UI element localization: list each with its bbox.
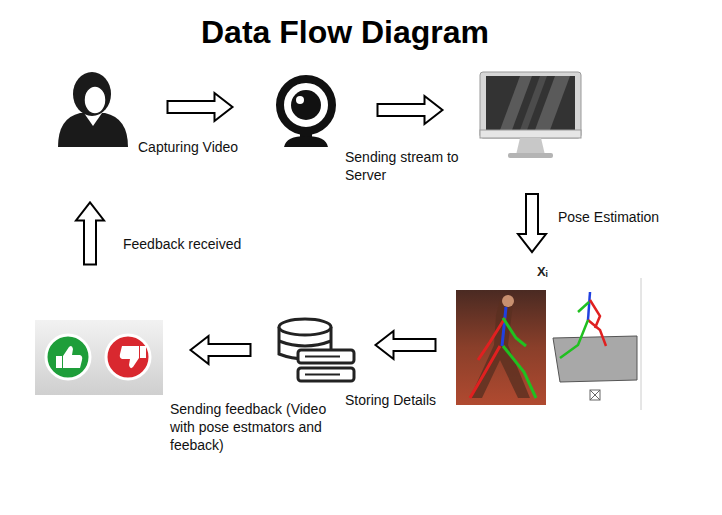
block-arrow (191, 336, 251, 364)
database-icon-part (305, 356, 340, 358)
pose-estimation-image-part (502, 295, 514, 307)
feedback-icon (35, 320, 163, 395)
pose-node (455, 286, 641, 410)
database-icon-part (279, 341, 331, 346)
pose-estimation-image-part (502, 307, 506, 346)
block-arrow (378, 96, 443, 124)
pose-estimation-image-part (578, 302, 589, 312)
user-icon-part (58, 113, 128, 147)
block-arrow (518, 194, 546, 252)
edge-label: Storing Details (345, 391, 475, 409)
feedback-icon-part (35, 320, 163, 395)
database-node (278, 318, 356, 386)
pose-estimation-image-part (503, 318, 526, 346)
monitor-icon (480, 72, 581, 158)
database-icon-part (298, 350, 354, 363)
user-icon-part (84, 86, 106, 114)
user-icon-part (73, 72, 111, 116)
block-arrow (168, 93, 233, 121)
feedback-node (35, 320, 163, 395)
database-icon-part (279, 319, 331, 335)
webcam-icon-part (296, 96, 304, 104)
block-arrow (76, 203, 104, 265)
pose-estimation-image-part (560, 320, 588, 358)
feedback-icon-part (106, 335, 150, 379)
webcam-icon-part (284, 136, 328, 147)
user-icon (58, 72, 128, 147)
pose-estimation-image-part (503, 346, 536, 398)
pose-estimation-image-part (641, 278, 642, 410)
feedback-icon-part (46, 335, 90, 379)
pose-estimation-image-part (590, 300, 600, 328)
webcam-node (270, 78, 342, 148)
edge-label: Pose Estimation (558, 208, 708, 226)
edge-label: Sending feedback (Video with pose estmat… (170, 400, 335, 455)
webcam-icon-part (280, 79, 332, 131)
monitor-icon-part (508, 153, 553, 158)
feedback-icon-part (56, 356, 62, 368)
edge-label: Capturing Video (138, 138, 288, 156)
pose-estimation-image-part (470, 346, 500, 398)
webcam-icon (280, 79, 332, 147)
edge-label: Feedback received (123, 235, 283, 253)
server-node (478, 70, 583, 160)
feedback-icon-part (120, 346, 139, 368)
pose-estimation-image-part (553, 336, 637, 382)
edge-label: Sending stream to Server (345, 148, 485, 184)
monitor-icon-part (516, 138, 545, 155)
block-arrow (376, 331, 436, 359)
pose-estimation-image (456, 278, 641, 410)
pose-estimation-image-part (590, 390, 600, 400)
pose-estimation-image-part (478, 318, 505, 360)
axis-label: Xᵢ (537, 264, 548, 279)
database-icon (279, 319, 354, 381)
pose-estimation-image-part (470, 299, 530, 398)
monitor-icon-part (486, 76, 575, 130)
feedback-icon-part (140, 346, 146, 358)
webcam-icon-part (291, 90, 321, 120)
pose-estimation-image-part (456, 290, 546, 405)
diagram-title: Data Flow Diagram (201, 14, 489, 51)
database-icon-part (298, 368, 354, 381)
database-icon-part (305, 374, 340, 376)
pose-estimation-image-part (588, 292, 590, 320)
feedback-icon-part (63, 346, 82, 368)
monitor-icon-part (480, 72, 581, 138)
user-node (55, 75, 130, 147)
monitor-icon-part (535, 76, 570, 130)
monitor-icon-part (480, 130, 581, 138)
pose-estimation-image-part (590, 390, 600, 400)
